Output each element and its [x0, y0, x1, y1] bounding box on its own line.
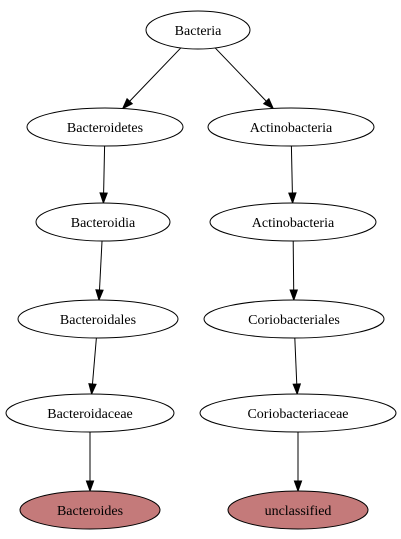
node-ellipse	[203, 299, 385, 339]
node-label: Bacteroides	[57, 504, 123, 519]
edge-actinobacteria-class-to-coriobacteriales	[289, 240, 299, 302]
node-actinobacteria-class: Actinobacteria	[209, 202, 377, 242]
node-ellipse	[207, 107, 375, 147]
node-label: Actinobacteria	[252, 216, 335, 231]
node-bacteroidales: Bacteroidales	[17, 299, 179, 339]
node-ellipse	[5, 393, 175, 433]
node-label: Bacteria	[175, 24, 222, 39]
arrowhead	[288, 192, 297, 205]
edge-line	[129, 47, 182, 102]
edge-coriobacteriales-to-coriobacteriaceae	[292, 337, 302, 396]
node-unclassified: unclassified	[227, 490, 369, 530]
node-ellipse	[145, 10, 251, 50]
edge-line	[290, 145, 293, 194]
edge-line	[91, 337, 97, 385]
node-label: Bacteroidia	[71, 216, 136, 231]
edge-bacteroidales-to-bacteroidaceae	[88, 337, 97, 396]
arrowhead	[121, 97, 134, 110]
arrowhead	[293, 480, 303, 493]
arrowhead	[88, 383, 97, 396]
node-ellipse	[209, 202, 377, 242]
node-bacteroides: Bacteroides	[19, 490, 161, 530]
edge-actinobacteria-phylum-to-actinobacteria-class	[288, 145, 297, 205]
node-label: Bacteroidales	[60, 313, 136, 328]
edge-line	[294, 337, 298, 385]
node-bacteroidia: Bacteroidia	[35, 202, 171, 242]
node-ellipse	[17, 299, 179, 339]
node-label: Bacteroidaceae	[47, 407, 133, 422]
edge-line	[214, 47, 267, 102]
edge-bacteria-to-actinobacteria-phylum	[214, 47, 275, 110]
node-actinobacteria-phylum: Actinobacteria	[207, 107, 375, 147]
arrowhead	[99, 192, 108, 205]
edge-line	[103, 145, 106, 194]
arrowhead	[289, 289, 299, 302]
node-ellipse	[26, 107, 184, 147]
edge-bacteroidia-to-bacteroidales	[95, 240, 104, 302]
node-label: Coriobacteriales	[248, 313, 340, 328]
edge-bacteria-to-bacteroidetes	[121, 47, 182, 110]
node-ellipse	[35, 202, 171, 242]
node-bacteroidaceae: Bacteroidaceae	[5, 393, 175, 433]
arrowhead	[95, 289, 104, 302]
node-ellipse	[227, 490, 369, 530]
node-ellipse	[199, 393, 397, 433]
edge-line	[292, 240, 295, 291]
node-label: unclassified	[265, 504, 332, 519]
arrowhead	[292, 383, 302, 396]
arrowhead	[262, 97, 275, 110]
node-label: Bacteroidetes	[67, 121, 143, 136]
node-bacteroidetes: Bacteroidetes	[26, 107, 184, 147]
arrowhead	[85, 480, 95, 493]
edge-bacteroidaceae-to-bacteroides	[85, 432, 95, 493]
node-coriobacteriaceae: Coriobacteriaceae	[199, 393, 397, 433]
edges-layer	[85, 47, 303, 493]
node-ellipse	[19, 490, 161, 530]
edge-line	[98, 240, 103, 291]
node-label: Coriobacteriaceae	[247, 407, 348, 422]
node-bacteria: Bacteria	[145, 10, 251, 50]
edge-coriobacteriaceae-to-unclassified	[293, 432, 303, 493]
edge-bacteroidetes-to-bacteroidia	[99, 145, 108, 205]
node-coriobacteriales: Coriobacteriales	[203, 299, 385, 339]
node-label: Actinobacteria	[250, 121, 333, 136]
